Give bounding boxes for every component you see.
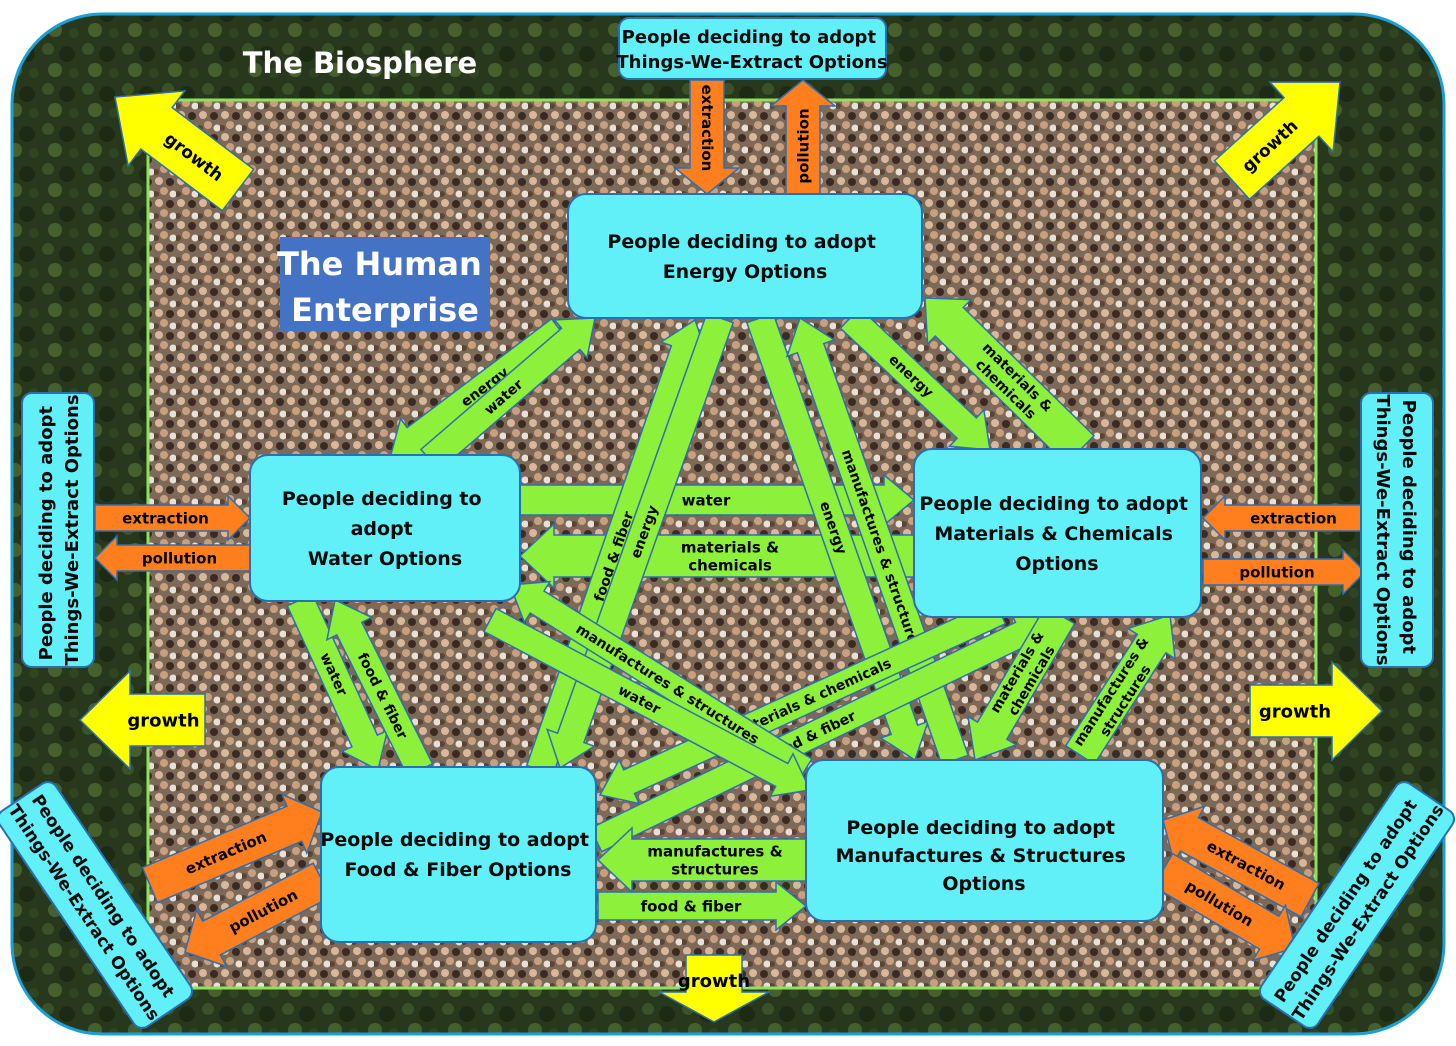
- arrow-pollution-right: pollution: [1202, 548, 1367, 596]
- arrow-extraction-left-label: extraction: [122, 509, 209, 527]
- growth-arrow-right: growth: [1249, 660, 1384, 762]
- arrow-extraction-right-label: extraction: [1250, 509, 1337, 527]
- materials-chemicals-node: People deciding to adopt Materials & Che…: [913, 448, 1202, 618]
- svg-text:People deciding to adopt: People deciding to adopt Manufactures & …: [836, 817, 1133, 895]
- arrow-pollution-right-label: pollution: [1239, 563, 1314, 581]
- growth-arrow-right-label: growth: [1259, 701, 1331, 722]
- manufactures-structures-node: People deciding to adopt Manufactures & …: [805, 759, 1164, 922]
- water-node: People deciding to adopt Water Options: [249, 454, 521, 602]
- arrow-pollution-top-label: pollution: [794, 108, 812, 183]
- growth-arrow-left-label: growth: [127, 710, 199, 731]
- arrow-extraction-top-label: extraction: [698, 85, 716, 172]
- svg-text:People deciding to adopt: People deciding to adopt Water Options: [282, 488, 488, 570]
- extract-box-left: People deciding to adopt Things-We-Extra…: [21, 392, 95, 668]
- growth-arrow-bottom-label: growth: [678, 971, 750, 992]
- growth-arrow-bottom: [658, 954, 770, 1023]
- arrow-pollution-left: pollution: [93, 534, 251, 582]
- arrow-water-to-materials-label: water: [682, 491, 731, 509]
- arrow-pollution-left-label: pollution: [142, 549, 217, 567]
- arrow-food-to-manufactures: food & fiber: [597, 880, 808, 932]
- extraction-pollution-arrows: extraction pollution extraction pollution ex…: [93, 79, 1371, 968]
- arrow-materials-to-water-label: materials &chemicals: [681, 538, 779, 574]
- svg-text:People deciding to adopt: People deciding to adopt Things-We-Extra…: [36, 394, 83, 665]
- svg-text:People deciding to adopt: People deciding to adopt Energy Options: [607, 231, 882, 283]
- arrow-extraction-right: extraction: [1201, 494, 1371, 542]
- energy-node: People deciding to adopt Energy Options: [567, 193, 923, 319]
- svg-text:People deciding to adopt: People deciding to adopt Materials & Che…: [919, 493, 1194, 575]
- growth-arrow-left: growth: [78, 669, 206, 771]
- arrow-extraction-top: extraction: [672, 79, 742, 195]
- arrow-pollution-top: pollution: [768, 79, 838, 195]
- growth-arrow-top-left: growth: [114, 89, 255, 212]
- arrow-food-to-manufactures-label: food & fiber: [641, 897, 742, 915]
- arrow-manufactures-to-food: manufactures &structures: [596, 826, 807, 894]
- human-enterprise-label: The Human Enterprise: [277, 245, 493, 329]
- arrow-manufactures-to-food-label: manufactures &structures: [647, 842, 782, 878]
- arrow-extraction-left: extraction: [94, 494, 252, 542]
- food-fiber-node: People deciding to adopt Food & Fiber Op…: [320, 766, 597, 943]
- extract-box-right: People deciding to adopt Things-We-Extra…: [1360, 392, 1434, 668]
- arrow-extraction-bottom-right: extraction: [1162, 804, 1321, 918]
- svg-text:People deciding to adopt: People deciding to adopt Food & Fiber Op…: [320, 829, 595, 881]
- svg-text:People deciding to adopt: People deciding to adopt Things-We-Extra…: [1372, 394, 1419, 665]
- biosphere-title: The Biosphere: [243, 46, 477, 80]
- extract-box-top: People deciding to adopt Things-We-Extra…: [616, 17, 888, 80]
- svg-text:People deciding to adopt: People deciding to adopt Things-We-Extra…: [616, 27, 887, 73]
- human-enterprise-label-box: [280, 237, 490, 331]
